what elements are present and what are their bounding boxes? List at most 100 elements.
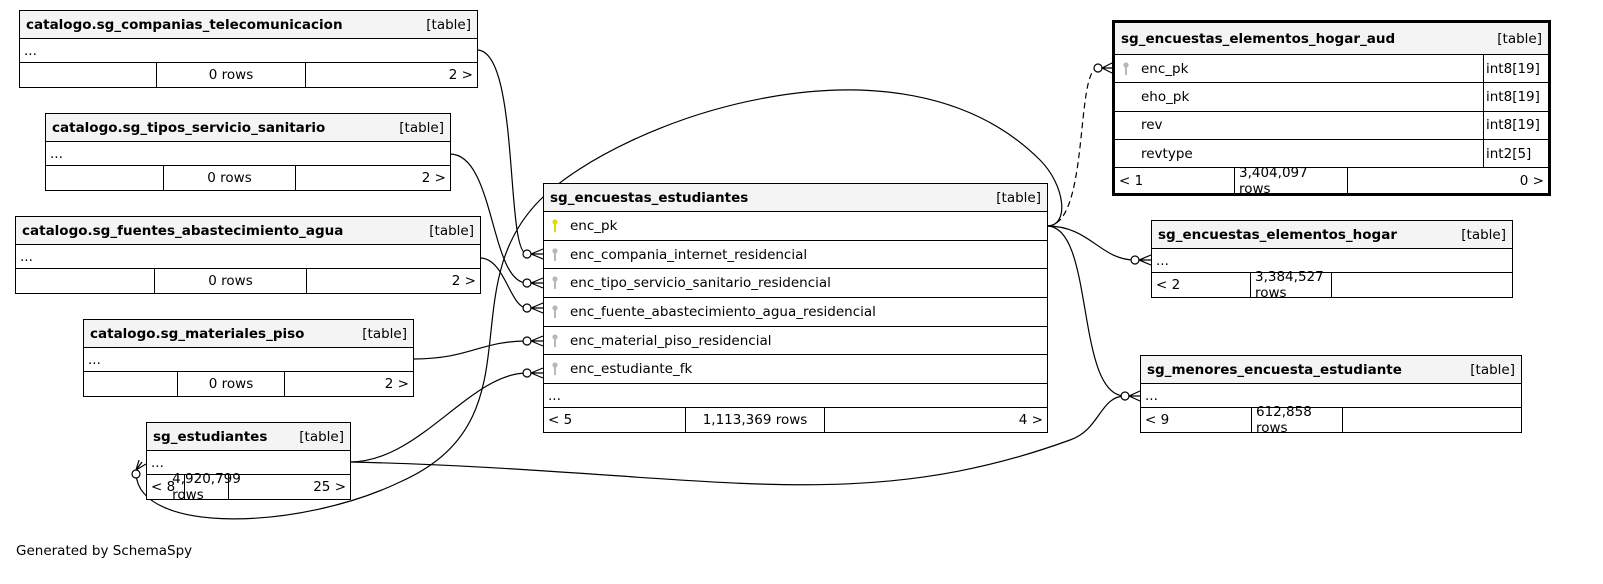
column-name: enc_pk: [1141, 60, 1189, 77]
column-name: revtype: [1141, 145, 1193, 162]
edge-encuesta-estudiantes-arc: [135, 89, 1063, 520]
parents-link[interactable]: < 8: [151, 479, 176, 495]
column-row[interactable]: enc_estudiante_fk: [544, 355, 1047, 385]
edge-encuesta-menores: [1046, 225, 1126, 397]
column-name: eho_pk: [1141, 88, 1190, 105]
children-link[interactable]: 0 >: [1347, 168, 1548, 194]
children-link[interactable]: 4 >: [824, 408, 1047, 433]
table-name[interactable]: sg_encuestas_elementos_hogar_aud: [1121, 30, 1396, 47]
children-link[interactable]: [1331, 273, 1512, 297]
column-name: enc_fuente_abastecimiento_agua_residenci…: [570, 303, 876, 320]
foreign-key-icon: [552, 362, 558, 376]
table-name[interactable]: sg_encuestas_estudiantes: [550, 189, 749, 206]
table-name[interactable]: sg_menores_encuesta_estudiante: [1147, 361, 1402, 378]
row-count: 4,920,799 rows: [172, 471, 241, 503]
table-sg-encuestas-elementos-hogar-aud[interactable]: sg_encuestas_elementos_hogar_aud[table]e…: [1112, 20, 1551, 197]
children-link[interactable]: 2 >: [306, 269, 480, 293]
parents-link[interactable]: < 9: [1145, 412, 1170, 428]
parents-link[interactable]: [84, 372, 177, 396]
column-row[interactable]: ...: [544, 384, 1047, 409]
edge-companias: [476, 49, 528, 255]
column-row[interactable]: enc_tipo_servicio_sanitario_residencial: [544, 269, 1047, 299]
children-link[interactable]: 2 >: [284, 372, 413, 396]
children-link[interactable]: 25 >: [228, 475, 350, 499]
column-row[interactable]: enc_fuente_abastecimiento_agua_residenci…: [544, 298, 1047, 327]
column-row[interactable]: rev int8[19]: [1115, 111, 1548, 140]
edge-estudiantes-encuesta: [349, 372, 528, 463]
edge-estudiantes-menores: [349, 395, 1126, 486]
table-name[interactable]: sg_estudiantes: [153, 428, 268, 445]
column-row[interactable]: enc_material_piso_residencial: [544, 327, 1047, 356]
primary-key-icon: [552, 219, 558, 232]
column-row[interactable]: ...: [1141, 384, 1521, 408]
table-kind: [table]: [1461, 226, 1506, 243]
table-kind: [table]: [1470, 361, 1515, 378]
table-name[interactable]: catalogo.sg_fuentes_abastecimiento_agua: [22, 222, 344, 239]
column-name: ...: [24, 42, 37, 59]
row-count: 1,113,369 rows: [685, 408, 824, 433]
parents-link[interactable]: [16, 269, 154, 293]
table-sg-encuestas-elementos-hogar[interactable]: sg_encuestas_elementos_hogar[table]...< …: [1151, 220, 1513, 301]
children-link[interactable]: 2 >: [305, 63, 477, 87]
column-row[interactable]: ...: [16, 245, 480, 269]
table-kind: [table]: [429, 222, 474, 239]
column-type: int8[19]: [1483, 111, 1548, 139]
table-name[interactable]: catalogo.sg_tipos_servicio_sanitario: [52, 119, 326, 136]
table-catalogo-sg-companias-telecomunicacion[interactable]: catalogo.sg_companias_telecomunicacion [t…: [19, 10, 478, 88]
foreign-key-icon: [552, 276, 558, 290]
column-row[interactable]: enc_pk: [544, 212, 1047, 241]
row-count: 3,384,527 rows: [1250, 269, 1331, 301]
table-header: sg_encuestas_elementos_hogar [table]: [1152, 221, 1512, 249]
table-name[interactable]: catalogo.sg_materiales_piso: [90, 325, 305, 342]
row-count: 0 rows: [177, 372, 284, 396]
parents-link[interactable]: [46, 166, 163, 190]
column-name: ...: [1156, 252, 1169, 269]
table-footer: < 2 3,384,527 rows: [1152, 269, 1512, 301]
children-link[interactable]: [1342, 408, 1521, 432]
parents-link[interactable]: [20, 63, 156, 87]
table-header: catalogo.sg_companias_telecomunicacion [t…: [20, 11, 477, 39]
table-header: catalogo.sg_materiales_piso[table]: [84, 320, 413, 348]
column-row[interactable]: ...: [1152, 249, 1512, 273]
column-row[interactable]: enc_compania_internet_residencial: [544, 241, 1047, 270]
column-row[interactable]: ...: [20, 39, 477, 63]
table-catalogo-sg-materiales-piso[interactable]: catalogo.sg_materiales_piso[table]...0 r…: [83, 319, 414, 397]
table-sg-menores-encuesta-estudiante[interactable]: sg_menores_encuesta_estudiante [table]...…: [1140, 355, 1522, 436]
column-name: ...: [20, 248, 33, 265]
parents-link[interactable]: < 1: [1119, 172, 1144, 189]
parents-link[interactable]: < 2: [1156, 277, 1181, 293]
table-name[interactable]: sg_encuestas_elementos_hogar: [1158, 226, 1397, 243]
column-row[interactable]: ...: [46, 142, 450, 166]
crowfoot-markers: [131, 62, 1152, 479]
table-kind: [table]: [996, 189, 1041, 206]
column-name: enc_estudiante_fk: [570, 361, 693, 378]
column-name: rev: [1141, 117, 1163, 134]
table-kind: [table]: [426, 16, 471, 33]
edge-materiales: [412, 340, 528, 360]
parents-link[interactable]: < 5: [548, 412, 573, 429]
column-row[interactable]: ...: [147, 451, 350, 475]
children-link[interactable]: 2 >: [295, 166, 450, 190]
foreign-key-icon: [552, 333, 558, 347]
table-catalogo-sg-tipos-servicio-sanitario[interactable]: catalogo.sg_tipos_servicio_sanitario[tab…: [45, 113, 451, 191]
row-count: 0 rows: [163, 166, 295, 190]
table-catalogo-sg-fuentes-abastecimiento-agua[interactable]: catalogo.sg_fuentes_abastecimiento_agua […: [15, 216, 481, 294]
table-name[interactable]: catalogo.sg_companias_telecomunicacion: [26, 16, 343, 33]
column-row[interactable]: ...: [84, 348, 413, 372]
table-header: catalogo.sg_fuentes_abastecimiento_agua […: [16, 217, 480, 245]
foreign-key-icon: [552, 305, 558, 318]
table-header: sg_estudiantes[table]: [147, 423, 350, 451]
